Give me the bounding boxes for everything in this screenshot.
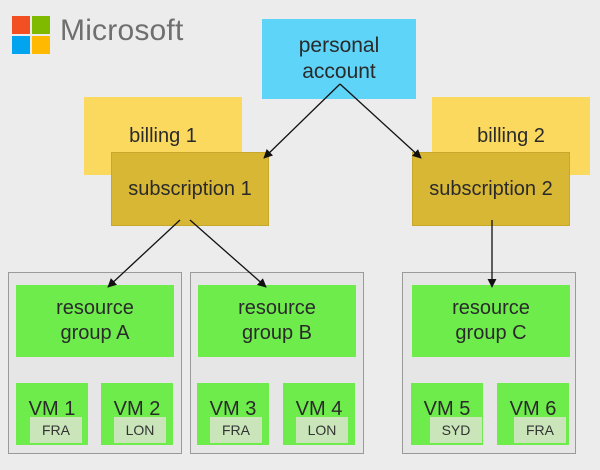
- vm-1-label: VM 1: [28, 398, 76, 420]
- resource-group-c: resource group C: [412, 285, 570, 357]
- vm-5-label: VM 5: [423, 398, 471, 420]
- resource-group-a: resource group A: [16, 285, 174, 357]
- vm-4-region-tag: LON: [296, 417, 348, 443]
- logo-blue-square: [12, 36, 30, 54]
- vm-3-label: VM 3: [209, 398, 257, 420]
- arrow-account-to-subscription-1: [263, 83, 341, 159]
- resource-group-a-line-2: group A: [60, 322, 130, 344]
- resource-group-b: resource group B: [198, 285, 356, 357]
- resource-group-c-line-2: group C: [455, 322, 527, 344]
- subscription-2-node: subscription 2: [412, 152, 570, 226]
- resource-group-b-line-1: resource: [238, 297, 316, 319]
- billing-1-label: billing 1: [129, 125, 197, 147]
- arrow-subscription-1-to-group-b: [189, 219, 267, 288]
- subscription-1-label: subscription 1: [128, 177, 252, 200]
- resource-group-b-line-2: group B: [241, 322, 313, 344]
- resource-group-c-line-1: resource: [452, 297, 530, 319]
- account-line-2: account: [302, 60, 376, 83]
- vm-2-region-tag: LON: [114, 417, 166, 443]
- vm-6-label: VM 6: [509, 398, 557, 420]
- microsoft-logo-icon: [12, 16, 52, 56]
- logo-yellow-square: [32, 36, 50, 54]
- arrow-subscription-1-to-group-a: [107, 219, 181, 288]
- subscription-2-label: subscription 2: [429, 177, 553, 200]
- vm-1-region-tag: FRA: [30, 417, 82, 443]
- resource-group-a-line-1: resource: [56, 297, 134, 319]
- vm-6-region-tag: FRA: [514, 417, 566, 443]
- brand-name: Microsoft: [60, 14, 184, 47]
- vm-3-region-tag: FRA: [210, 417, 262, 443]
- subscription-1-node: subscription 1: [111, 152, 269, 226]
- vm-5-region-tag: SYD: [430, 417, 482, 443]
- logo-red-square: [12, 16, 30, 34]
- arrow-account-to-subscription-2: [339, 83, 422, 159]
- billing-2-label: billing 2: [477, 125, 545, 147]
- logo-green-square: [32, 16, 50, 34]
- vm-4-label: VM 4: [295, 398, 343, 420]
- vm-2-label: VM 2: [113, 398, 161, 420]
- account-line-1: personal: [298, 33, 380, 57]
- personal-account-node: personal account: [262, 19, 416, 99]
